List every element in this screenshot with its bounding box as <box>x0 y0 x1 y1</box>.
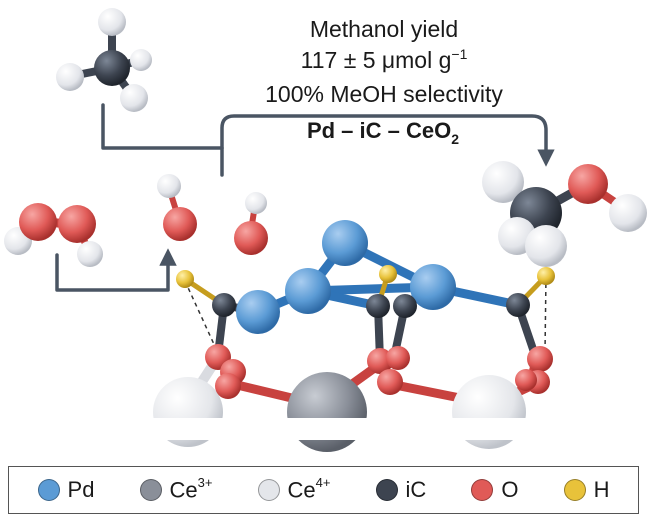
legend-item-pd: Pd <box>37 477 95 503</box>
methane-molecule <box>56 8 152 112</box>
ce3-swatch-icon <box>139 478 162 501</box>
legend-label-ce4-base: Ce <box>287 477 316 503</box>
catalyst-label-subscript: 2 <box>451 131 459 147</box>
water-molecule <box>4 203 103 267</box>
atom-legend: Pd Ce3+ Ce4+ iC O H <box>8 466 639 514</box>
legend-label-ce4-charge: 4+ <box>315 474 331 490</box>
legend-item-ic: iC <box>375 477 427 503</box>
h-swatch-icon <box>563 479 586 501</box>
legend-item-h: H <box>563 477 610 503</box>
hydroxyl-species <box>157 174 268 255</box>
methanol-molecule <box>482 161 647 267</box>
legend-label-ic: iC <box>405 477 427 502</box>
legend-label-pd: Pd <box>67 477 95 502</box>
legend-label-h: H <box>593 477 610 502</box>
legend-label-ce3: Ce3+ <box>169 474 213 503</box>
o-swatch-icon <box>471 479 494 501</box>
yield-title: Methanol yield <box>310 16 458 42</box>
pd-swatch-icon <box>37 479 60 501</box>
catalyst-label: Pd – iC – CeO2 <box>307 118 459 147</box>
legend-item-ce4: Ce4+ <box>257 474 331 503</box>
legend-item-o: O <box>471 477 519 503</box>
legend-item-ce3: Ce3+ <box>139 474 213 503</box>
legend-label-ce4: Ce4+ <box>287 474 331 503</box>
methane-to-methanol-arrow <box>101 103 555 177</box>
catalyst-label-main: Pd – iC – CeO <box>307 118 451 143</box>
ce4-swatch-icon <box>257 478 280 501</box>
ic-swatch-icon <box>375 479 398 501</box>
legend-label-ce3-base: Ce <box>169 477 198 503</box>
yield-value-main: 117 ± 5 μmol g <box>301 47 452 73</box>
pd-cluster <box>176 220 555 399</box>
legend-label-ce3-charge: 3+ <box>197 474 213 490</box>
yield-value: 117 ± 5 μmol g−1 <box>301 46 468 73</box>
legend-label-o: O <box>501 477 519 502</box>
selectivity-label: 100% MeOH selectivity <box>265 81 503 107</box>
ceria-support <box>140 351 540 452</box>
yield-value-unit-exponent: −1 <box>451 46 467 62</box>
water-to-hydroxyl-arrow <box>55 248 177 292</box>
